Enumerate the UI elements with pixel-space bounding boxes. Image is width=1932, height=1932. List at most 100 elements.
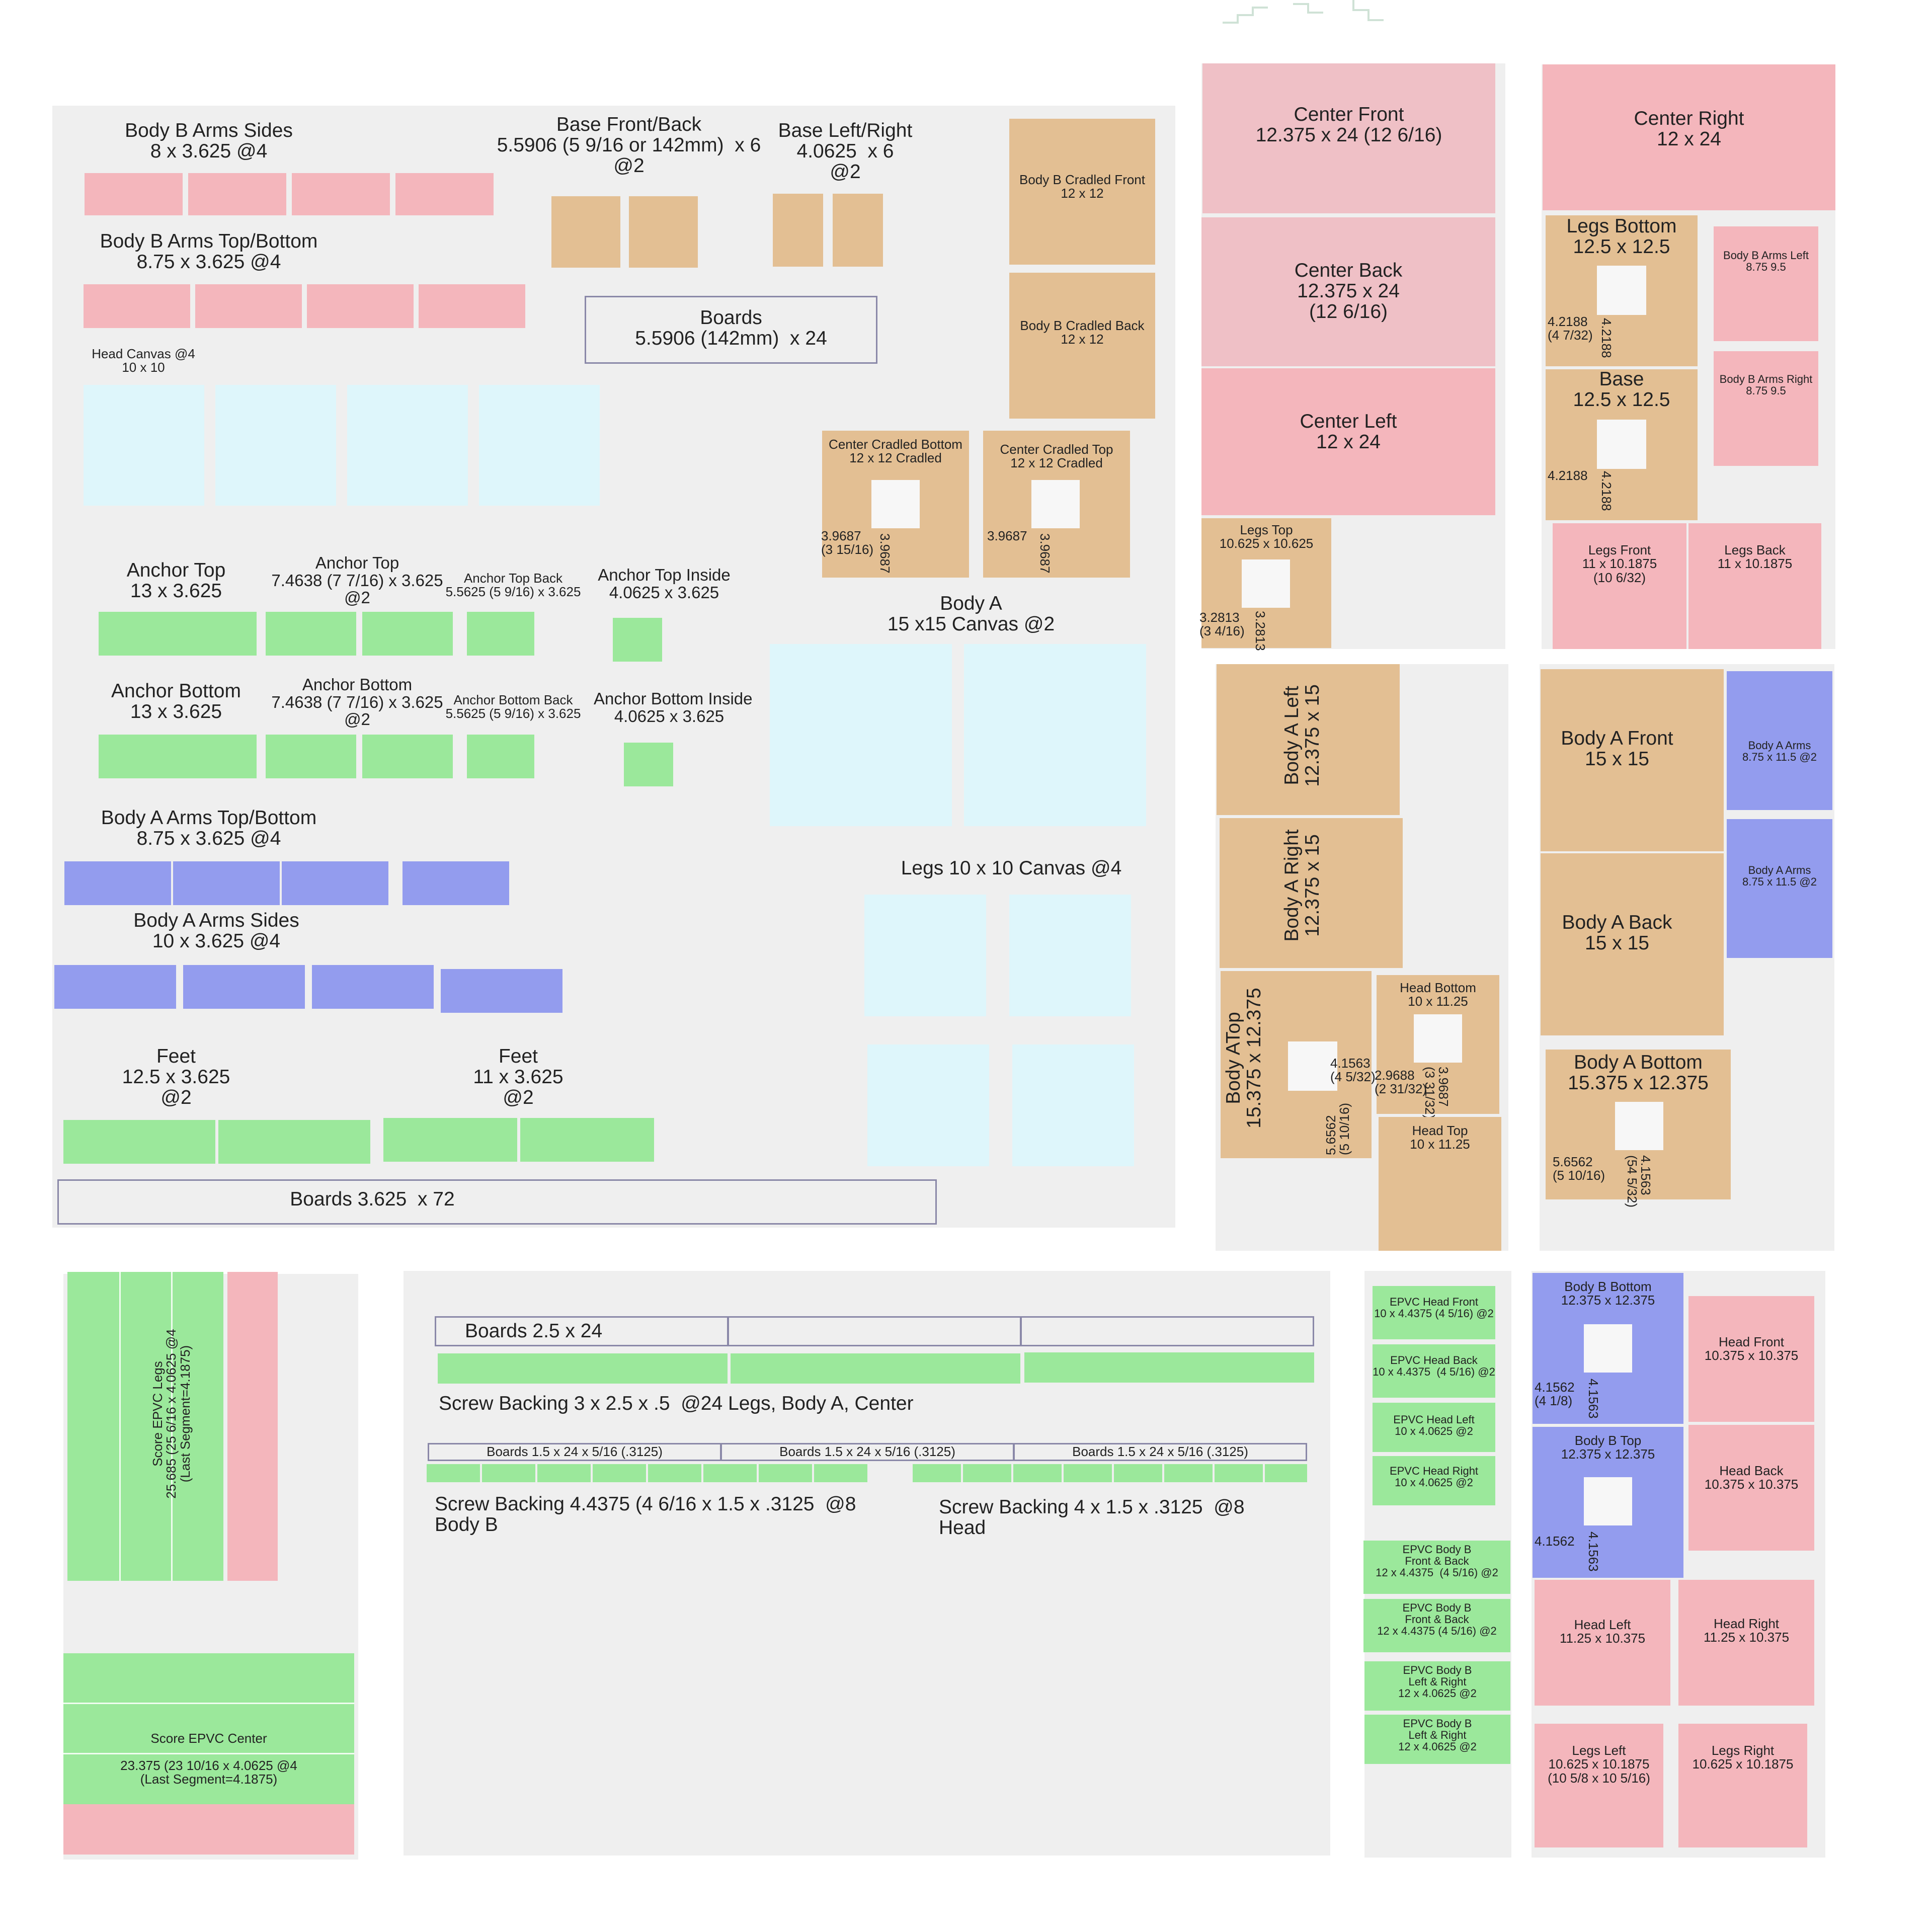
- head-front-label: Head Front 10.375 x 10.375: [1704, 1334, 1799, 1363]
- body-a-back-label: Body A Back 15 x 15: [1562, 912, 1672, 954]
- epvc-head-front-piece: [1373, 1286, 1495, 1339]
- screw-backing-a-piece: [438, 1353, 728, 1384]
- legs-front-piece: [1553, 523, 1686, 649]
- head-back-piece: [1688, 1425, 1814, 1551]
- legs-canvas-piece: [864, 895, 986, 1016]
- body-a-arms-piece: [1727, 819, 1832, 958]
- screw-backing-head-piece: [1265, 1464, 1307, 1482]
- anchor-bottom-back-label: Anchor Bottom Back 5.5625 (5 9/16) x 3.6…: [445, 692, 581, 721]
- body-a-canvas-label: Body A 15 x15 Canvas @2: [887, 593, 1055, 635]
- legs-bottom-label: Legs Bottom 12.5 x 12.5: [1566, 215, 1677, 258]
- body-a-arms-sides-label: Body A Arms Sides 10 x 3.625 @4: [133, 910, 299, 952]
- screw-backing-a-piece: [1024, 1352, 1314, 1383]
- center-cradled-top-hole: [1031, 480, 1080, 528]
- hb-dim-horizontal: 2.9688 (2 31/32): [1375, 1068, 1427, 1097]
- head-right-piece: [1678, 1580, 1814, 1706]
- boards-25-label: Boards 2.5 x 24: [465, 1320, 603, 1342]
- score-line: [63, 1703, 354, 1704]
- bat-dim-horizontal: 4.1563 (4 5/32): [1330, 1056, 1376, 1085]
- boards-25-frame: [728, 1316, 1021, 1346]
- legs-canvas-piece: [1012, 1044, 1134, 1166]
- screw-backing-head-piece: [913, 1464, 961, 1482]
- body-a-left-label: Body A Left 12.375 x 15: [1281, 684, 1323, 787]
- epvc-body-b-lr-2-label: EPVC Body B Left & Right 12 x 4.0625 @2: [1398, 1717, 1477, 1753]
- body-a-top-label: Body ATop 15.375 x 12.375: [1223, 988, 1265, 1129]
- legs-back-piece: [1688, 523, 1821, 649]
- center-cradled-bottom-hole: [871, 480, 920, 528]
- anchor-top-back-label: Anchor Top Back 5.5625 (5 9/16) x 3.625: [445, 571, 581, 600]
- base-left-right-piece: [773, 194, 823, 267]
- body-a-arms-1-label: Body A Arms 8.75 x 11.5 @2: [1742, 739, 1817, 764]
- screw-backing-b-piece: [482, 1464, 535, 1482]
- anchor-top-piece: [99, 612, 257, 656]
- body-a-arms-side-piece: [54, 965, 176, 1009]
- boards-3-frame: [57, 1179, 937, 1225]
- body-b-cradled-front-label: Body B Cradled Front 12 x 12: [1019, 172, 1145, 201]
- score-center-title: Score EPVC Center: [150, 1731, 267, 1746]
- legs-left-piece: [1535, 1724, 1663, 1847]
- screw-backing-b-piece: [703, 1464, 757, 1482]
- legs-canvas-label: Legs 10 x 10 Canvas @4: [901, 857, 1122, 879]
- head-left-label: Head Left 11.25 x 10.375: [1559, 1617, 1646, 1646]
- feet-1-piece: [63, 1120, 215, 1164]
- screw-backing-a-label: Screw Backing 3 x 2.5 x .5 @24 Legs, Bod…: [439, 1393, 914, 1414]
- body-a-front-label: Body A Front 15 x 15: [1561, 728, 1673, 770]
- anchor-bottom-label: Anchor Bottom 13 x 3.625: [111, 680, 241, 722]
- cct-dim-vertical: 3.9687: [1037, 533, 1053, 574]
- center-left-piece: [1201, 368, 1495, 515]
- score-center-offcut: [63, 1804, 354, 1855]
- body-a-arms-side-piece: [441, 969, 562, 1013]
- epvc-body-b-lr-piece: [1364, 1715, 1510, 1764]
- body-a-arms-piece: [1727, 671, 1832, 810]
- ccb-dim-vertical: 3.9687: [877, 533, 893, 574]
- boards-15-label-1: Boards 1.5 x 24 x 5/16 (.3125): [487, 1444, 663, 1459]
- score-line: [171, 1272, 173, 1581]
- center-right-piece: [1543, 64, 1835, 210]
- body-b-bottom-hole: [1584, 1324, 1632, 1373]
- screw-backing-b-piece: [759, 1464, 812, 1482]
- screw-backing-head-piece: [1164, 1464, 1213, 1482]
- feet-2-piece: [520, 1118, 654, 1162]
- body-a-arms-tb-piece: [403, 861, 509, 905]
- screw-backing-b-piece: [648, 1464, 701, 1482]
- head-back-label: Head Back 10.375 x 10.375: [1704, 1463, 1799, 1492]
- legs-top-dim-vertical: 3.2813: [1253, 611, 1268, 651]
- epvc-head-front-label: EPVC Head Front 10 x 4.4375 (4 5/16) @2: [1374, 1296, 1494, 1320]
- score-legs-offcut: [227, 1272, 278, 1581]
- body-a-canvas-piece: [770, 644, 952, 826]
- boards-5-label: Boards 5.5906 (142mm) x 24: [635, 307, 827, 349]
- body-a-front-piece: [1541, 669, 1724, 851]
- epvc-body-b-lr-1-label: EPVC Body B Left & Right 12 x 4.0625 @2: [1398, 1664, 1477, 1700]
- legs-canvas-piece: [1009, 895, 1131, 1016]
- bbb-dim-horizontal: 4.1562 (4 1/8): [1535, 1380, 1575, 1409]
- center-front-label: Center Front 12.375 x 24 (12 6/16): [1255, 104, 1442, 146]
- body-b-arms-side-piece: [395, 173, 494, 215]
- head-right-label: Head Right 11.25 x 10.375: [1703, 1616, 1790, 1645]
- center-right-label: Center Right 12 x 24: [1634, 108, 1744, 150]
- legs-right-piece: [1678, 1724, 1807, 1847]
- base-dim-vertical: 4.2188: [1599, 471, 1614, 511]
- bab-dim-horizontal: 5.6562 (5 10/16): [1553, 1154, 1605, 1183]
- head-canvas-label: Head Canvas @4 10 x 10: [92, 346, 195, 375]
- center-back-label: Center Back 12.375 x 24 (12 6/16): [1294, 260, 1403, 323]
- feet-2-label: Feet 11 x 3.625 @2: [473, 1045, 564, 1108]
- legs-back-label: Legs Back 11 x 10.1875: [1717, 542, 1793, 572]
- head-canvas-piece: [479, 385, 600, 506]
- body-a-bottom-label: Body A Bottom 15.375 x 12.375: [1568, 1052, 1709, 1094]
- anchor-bottom-2-piece: [266, 735, 356, 778]
- epvc-body-b-fb-2-label: EPVC Body B Front & Back 12 x 4.4375 (4 …: [1377, 1601, 1497, 1638]
- body-b-arms-right-piece: [1714, 351, 1818, 466]
- base-front-back-piece: [551, 196, 620, 268]
- screw-backing-head-piece: [963, 1464, 1011, 1482]
- boards-15-label-2: Boards 1.5 x 24 x 5/16 (.3125): [779, 1444, 955, 1459]
- feet-2-piece: [383, 1118, 517, 1162]
- base-hole: [1597, 420, 1646, 469]
- body-b-arms-side-piece: [188, 173, 286, 215]
- body-b-arms-left-piece: [1714, 226, 1818, 341]
- legs-top-hole: [1242, 559, 1290, 608]
- screw-backing-b-label: Screw Backing 4.4375 (4 6/16 x 1.5 x .31…: [435, 1493, 856, 1536]
- body-a-arms-tb-piece: [64, 861, 171, 905]
- body-a-top-hole: [1288, 1041, 1337, 1091]
- score-line: [63, 1753, 354, 1754]
- head-top-label: Head Top 10 x 11.25: [1410, 1123, 1470, 1152]
